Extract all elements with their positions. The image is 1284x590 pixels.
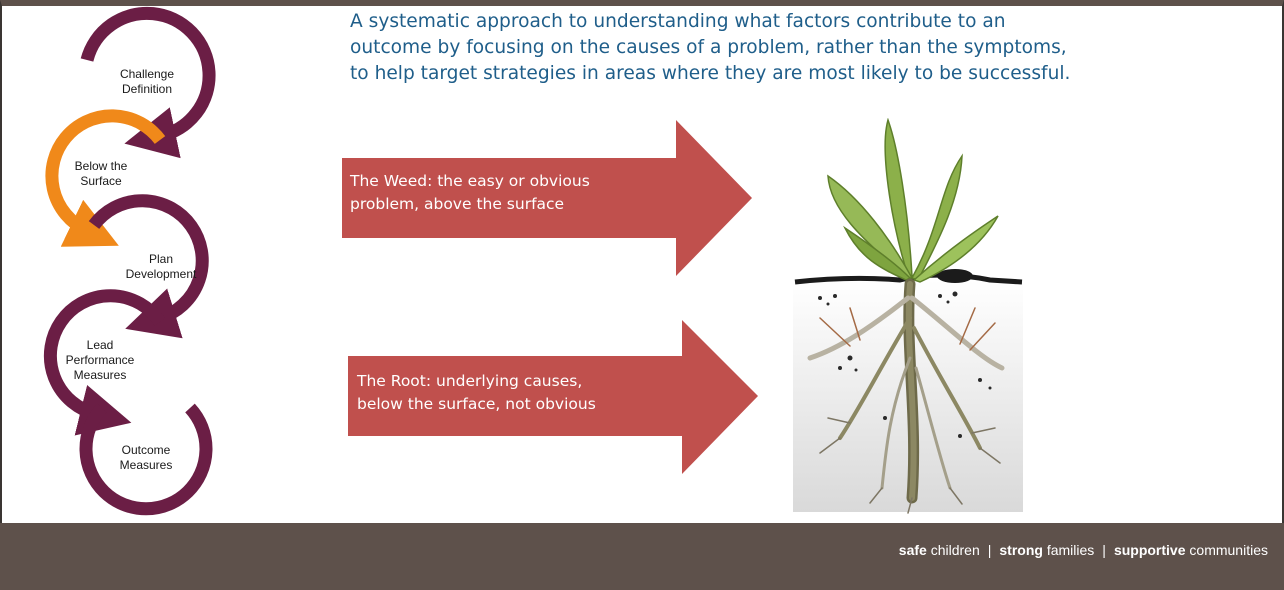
cycle-arrow-plan-development [88, 194, 209, 339]
footer-tagline: safe children|strong families|supportive… [898, 542, 1268, 558]
intro-line-1: A systematic approach to understanding w… [350, 11, 1006, 32]
weed-arrow [342, 120, 752, 276]
root-arrow [348, 320, 758, 474]
process-cycle-diagram [43, 6, 216, 516]
intro-line-2: outcome by focusing on the causes of a p… [350, 37, 1067, 58]
soil-pebbles [818, 291, 992, 438]
root-arrow-text: The Root: underlying causes,below the su… [357, 372, 596, 413]
weed-leaves [827, 118, 999, 283]
cycle-arrow-below-the-surface [45, 109, 166, 247]
weed-roots [807, 278, 1005, 514]
intro-line-3: to help target strategies in areas where… [350, 63, 1071, 84]
footer-bar: safe children|strong families|supportive… [0, 523, 1284, 590]
cycle-arrow-outcome-measures [79, 403, 213, 516]
cycle-arrow-challenge-definition [80, 6, 216, 159]
weed-root-illustration [793, 118, 1023, 514]
intro-paragraph: A systematic approach to understanding w… [350, 9, 1270, 87]
cycle-arrow-lead-performance-measures [43, 289, 166, 436]
